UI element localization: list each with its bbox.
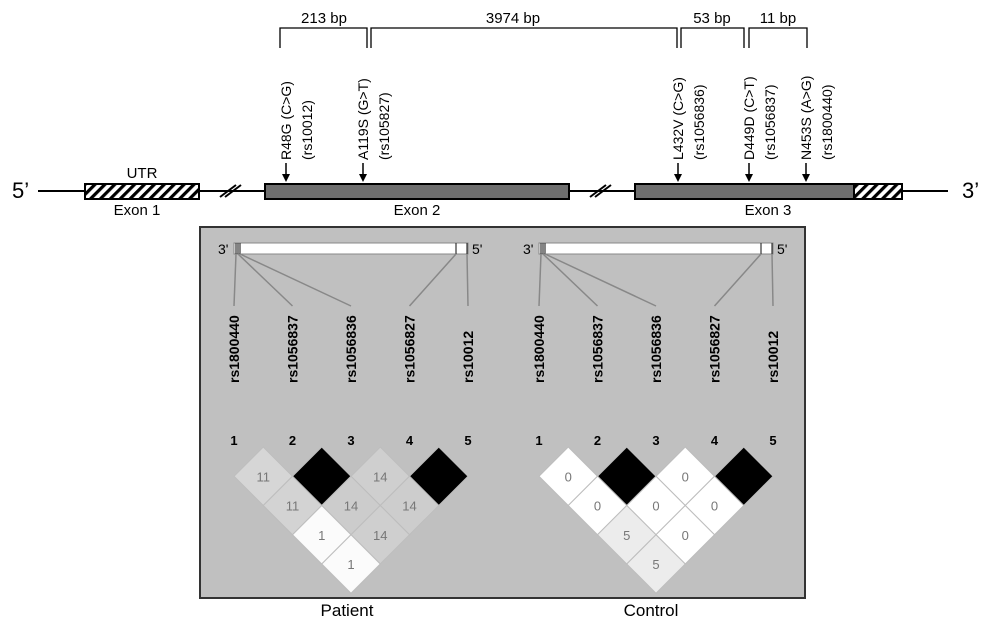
snp-connector	[538, 253, 542, 307]
ld-cell-value: 11	[257, 469, 271, 484]
strand-bar	[233, 242, 469, 255]
utr-label: UTR	[127, 165, 158, 182]
five-prime-label: 5’	[12, 178, 29, 203]
marker-index: 1	[230, 433, 237, 448]
gene-structure	[38, 183, 948, 200]
distance-label: 213 bp	[301, 10, 347, 27]
snp-labels: R48G (C>G) (rs10012) A119S (G>T) (rs1058…	[278, 76, 835, 160]
ld-cell-value: 14	[402, 499, 416, 514]
snp-marker-label: rs1056837	[590, 315, 606, 383]
arrow-down-icon	[282, 163, 290, 182]
exon-label: Exon 1	[114, 202, 161, 219]
ld-cell-value: 1	[347, 557, 354, 572]
marker-index: 1	[535, 433, 542, 448]
marker-index: 3	[652, 433, 659, 448]
marker-index: 5	[464, 433, 471, 448]
snp-arrows	[282, 163, 810, 182]
ld-panel-control: 3' 5' rs1800440 1 rs1056837 2 rs1056836 3 rs1056…	[523, 241, 787, 594]
ld-cell-value: 14	[373, 528, 387, 543]
snp-rs-label: (rs1800440)	[819, 85, 835, 161]
strand-end-label: 5'	[777, 241, 787, 257]
ld-cell-value: 5	[623, 528, 630, 543]
snp-connector	[542, 253, 599, 307]
bracket-3974bp	[370, 27, 678, 48]
snp-rs-label: (rs105827)	[376, 92, 392, 160]
snp-marker-label: rs1056827	[707, 315, 723, 383]
distance-brackets	[279, 27, 808, 48]
snp-marker-label: rs1800440	[531, 315, 547, 383]
ld-cell	[321, 534, 381, 594]
panel-caption: Control	[624, 601, 679, 620]
snp-variant-label: R48G (C>G)	[278, 81, 294, 160]
arrow-down-icon	[802, 163, 810, 182]
marker-index: 2	[594, 433, 601, 448]
snp-marker-label: rs1056836	[648, 315, 664, 383]
ld-cell	[626, 534, 686, 594]
snp-connector	[233, 253, 237, 307]
strand-end-label: 3'	[218, 241, 228, 257]
snp-marker-label: rs1056837	[285, 315, 301, 383]
snp-marker-label: rs1800440	[226, 315, 242, 383]
panel-caption: Patient	[321, 601, 374, 620]
ld-cell-value: 0	[711, 499, 718, 514]
ld-cell-value: 0	[682, 528, 689, 543]
exon-3-coding	[634, 183, 855, 200]
snp-marker-label: rs10012	[765, 331, 781, 383]
ld-panel-background	[199, 226, 806, 599]
ld-panel-patient: 3' 5' rs1800440 1 rs1056837 2 rs1056836 3 rs1056…	[218, 241, 482, 594]
break-mark-icon	[589, 184, 612, 198]
snp-connector	[237, 253, 294, 307]
three-prime-label: 3’	[962, 178, 979, 203]
bracket-213bp	[279, 27, 368, 48]
snp-rs-label: (rs1056837)	[762, 85, 778, 161]
snp-variant-label: L432V (C>G)	[670, 77, 686, 160]
ld-cell-value: 0	[682, 469, 689, 484]
snp-connector	[466, 253, 469, 307]
distance-label: 11 bp	[760, 10, 796, 27]
snp-marker-label: rs1056836	[343, 315, 359, 383]
bracket-53bp	[680, 27, 745, 48]
bracket-11bp	[748, 27, 808, 48]
snp-connector	[713, 253, 762, 307]
exon-label: Exon 3	[745, 202, 792, 219]
snp-rs-label: (rs1056836)	[691, 85, 707, 161]
exon-2	[264, 183, 570, 200]
exon-1-utr	[84, 183, 200, 200]
snp-variant-label: D449D (C>T)	[741, 76, 757, 160]
snp-marker-label: rs10012	[460, 331, 476, 383]
snp-connector	[771, 253, 774, 307]
ld-cell-value: 0	[652, 499, 659, 514]
ld-cell-value: 11	[286, 499, 300, 514]
marker-index: 5	[769, 433, 776, 448]
strand-bar	[538, 242, 774, 255]
ld-cell-value: 14	[344, 499, 358, 514]
arrow-down-icon	[674, 163, 682, 182]
strand-end-label: 3'	[523, 241, 533, 257]
arrow-down-icon	[359, 163, 367, 182]
distance-label: 3974 bp	[486, 10, 540, 27]
distance-label: 53 bp	[693, 10, 731, 27]
strand-end-label: 5'	[472, 241, 482, 257]
ld-cell-value: 0	[594, 499, 601, 514]
ld-cell-value: 1	[318, 528, 325, 543]
ld-cell-value: 5	[652, 557, 659, 572]
snp-connector	[544, 253, 657, 307]
marker-index: 2	[289, 433, 296, 448]
arrow-down-icon	[745, 163, 753, 182]
ld-cell-value: 14	[373, 469, 387, 484]
snp-variant-label: N453S (A>G)	[798, 76, 814, 160]
snp-variant-label: A119S (G>T)	[355, 78, 371, 160]
ld-cell-value: 0	[565, 469, 572, 484]
marker-index: 4	[711, 433, 719, 448]
break-mark-icon	[219, 184, 242, 198]
snp-connector	[408, 253, 457, 307]
marker-index: 4	[406, 433, 414, 448]
snp-connector	[239, 253, 352, 307]
snp-rs-label: (rs10012)	[299, 100, 315, 160]
exon-3-utr	[853, 183, 903, 200]
exon-label: Exon 2	[394, 202, 441, 219]
snp-marker-label: rs1056827	[402, 315, 418, 383]
marker-index: 3	[347, 433, 354, 448]
